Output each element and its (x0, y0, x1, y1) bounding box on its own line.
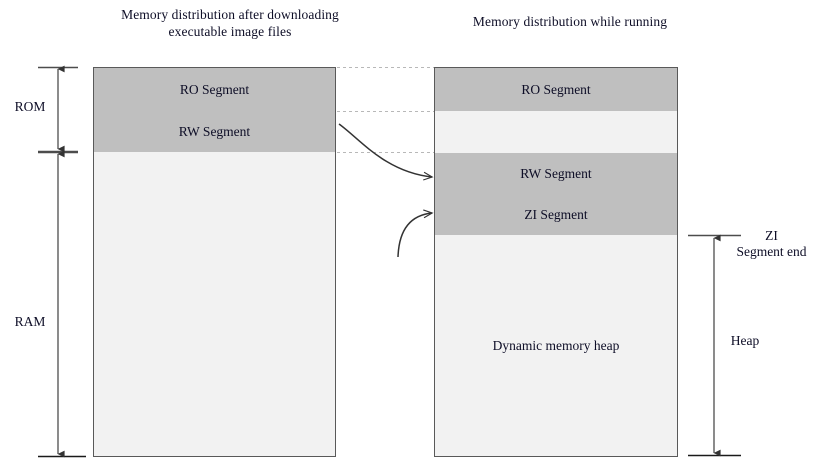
ram-dimension (38, 150, 86, 458)
measure-label-zi-segment-end: ZI Segment end (714, 228, 829, 260)
measure-label-ram: RAM (14, 314, 46, 329)
alignment-guides (337, 67, 434, 153)
left-column-title: Memory distribution after downloading ex… (121, 7, 339, 39)
measure-label-rom: ROM (14, 99, 46, 114)
right-block-dynamic-memory-heap-label: Dynamic memory heap (492, 337, 620, 353)
right-block-rw-segment-label: RW Segment (520, 165, 592, 181)
right-block-zi-segment: ZI Segment (434, 194, 678, 236)
measure-label-zi-segment-end-line2: Segment end (736, 244, 807, 259)
measure-label-heap: Heap (730, 333, 760, 348)
measure-label-zi-segment-end-line1: ZI (765, 228, 778, 243)
right-block-rw-segment: RW Segment (434, 153, 678, 195)
right-block-ro-segment-label: RO Segment (521, 81, 591, 97)
right-block-gap (434, 111, 678, 154)
left-block-rw-segment-label: RW Segment (178, 123, 251, 139)
left-block-ro-segment-label: RO Segment (179, 81, 250, 97)
left-block-rw-segment: RW Segment (93, 111, 336, 153)
right-block-dynamic-memory-heap: Dynamic memory heap (434, 235, 678, 457)
zi-segment-transition-arrow (397, 209, 434, 258)
left-block-free-space (93, 152, 336, 457)
right-column-title: Memory distribution while running (472, 14, 668, 29)
left-block-ro-segment: RO Segment (93, 67, 336, 112)
rw-segment-transition-arrow (338, 123, 434, 181)
right-block-ro-segment: RO Segment (434, 67, 678, 112)
right-block-zi-segment-label: ZI Segment (524, 206, 588, 222)
